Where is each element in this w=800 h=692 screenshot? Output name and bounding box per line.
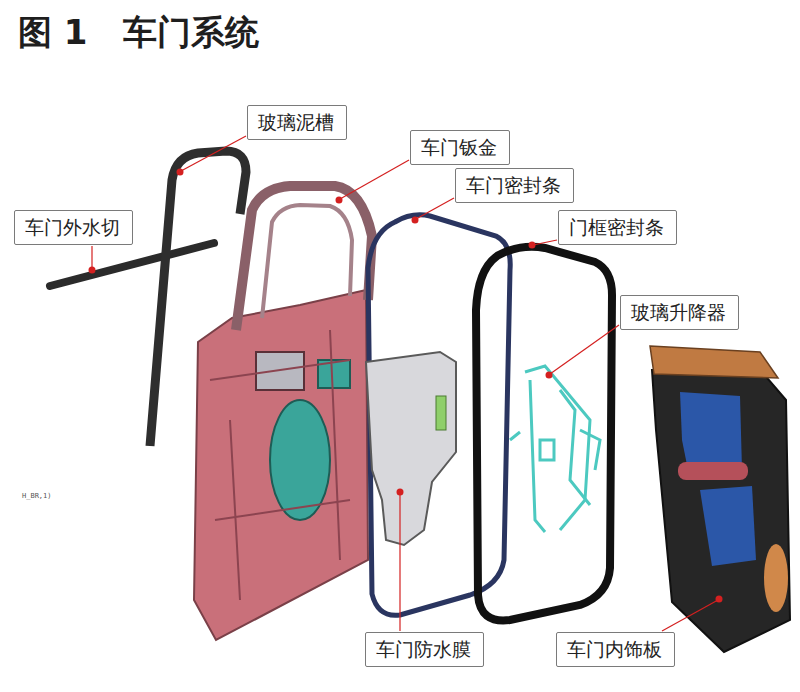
callout-box: 玻璃泥槽 xyxy=(247,105,347,140)
water-strip xyxy=(50,243,214,286)
waterproof-film xyxy=(366,352,456,545)
part-name: 玻璃升降器 xyxy=(631,300,728,325)
frame-seal xyxy=(476,247,612,621)
panel-ribs xyxy=(210,330,350,600)
callout-box: 车门内饰板 xyxy=(556,632,675,667)
part-name: 车门钣金 xyxy=(421,135,499,160)
film-tab xyxy=(436,396,446,430)
part-name: 车门内饰板 xyxy=(567,637,664,662)
callout-box: 门框密封条 xyxy=(558,210,677,245)
speaker-grille xyxy=(764,544,788,612)
part-name: 门框密封条 xyxy=(569,215,666,240)
window-regulator xyxy=(510,366,600,532)
door-handle xyxy=(678,462,748,480)
part-name: 玻璃泥槽 xyxy=(258,110,336,135)
door-trim xyxy=(652,370,790,652)
part-name: 车门密封条 xyxy=(466,173,563,198)
callout-box: 车门钣金 xyxy=(410,130,510,165)
figure-title: 图 1 车门系统 xyxy=(18,10,259,56)
drawing-code: H_BR,1) xyxy=(22,492,52,500)
callout-box: 车门外水切 xyxy=(14,210,133,245)
panel-cutout xyxy=(270,400,330,520)
callout-box: 车门防水膜 xyxy=(365,632,484,667)
part-name: 车门外水切 xyxy=(25,215,122,240)
part-name: 车门防水膜 xyxy=(376,637,473,662)
leader-line xyxy=(92,136,718,631)
window-frame xyxy=(236,186,372,330)
window-frame-inner xyxy=(262,205,352,318)
door-panel xyxy=(194,290,368,640)
leader-dot xyxy=(89,169,723,603)
trim-panel xyxy=(700,486,756,566)
callout-box: 车门密封条 xyxy=(455,168,574,203)
callout-box: 玻璃升降器 xyxy=(620,295,739,330)
trim-top xyxy=(650,346,778,378)
